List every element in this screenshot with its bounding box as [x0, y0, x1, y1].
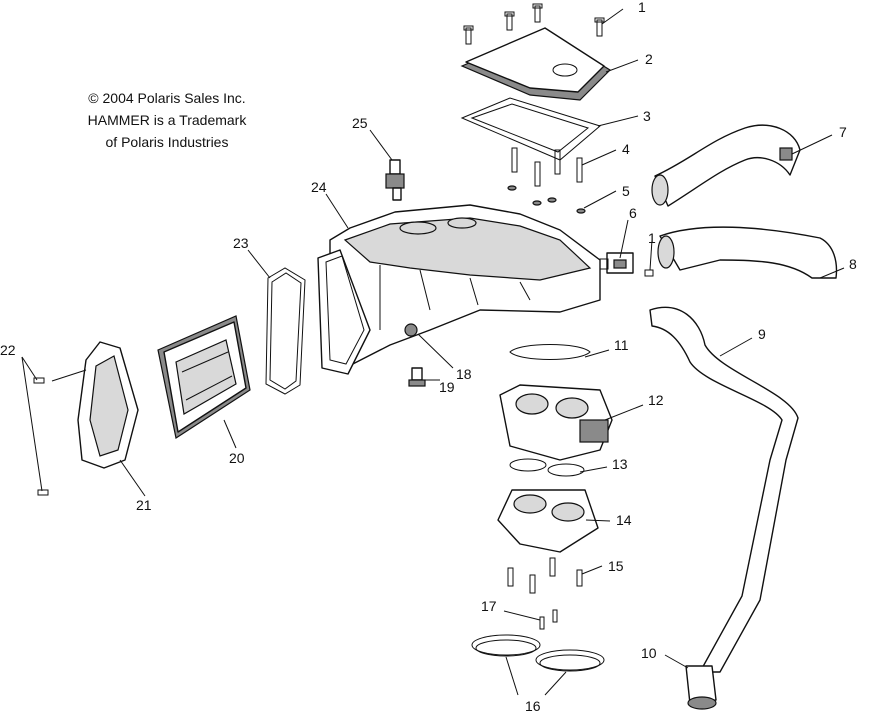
washers	[507, 185, 586, 214]
cover-bolts	[33, 377, 49, 496]
hose-fitting	[685, 665, 717, 710]
air-temp-sensor	[385, 159, 405, 201]
callout-5: 5	[622, 183, 630, 199]
callout-10: 10	[641, 645, 657, 661]
callout-labels: 1 2 3 4 5 6 7 8 1 9 10 11 12 13 14 15 16…	[0, 0, 857, 712]
callout-18: 18	[456, 366, 472, 382]
air-filter	[157, 315, 251, 439]
intake-adapter	[497, 489, 599, 553]
callout-6: 6	[629, 205, 637, 221]
dowel-pins	[539, 609, 558, 630]
vent-hose-upper	[651, 124, 801, 207]
callout-21: 21	[136, 497, 152, 513]
hose-clamps	[471, 634, 605, 672]
filter-cover	[77, 341, 139, 469]
callout-1-sensor-screw: 1	[648, 230, 656, 246]
callout-23: 23	[233, 235, 249, 251]
airbox-housing	[317, 204, 601, 375]
trademark-line-2: of Polaris Industries	[105, 134, 229, 150]
cover-plate	[460, 27, 611, 101]
callout-11: 11	[614, 337, 629, 353]
drain-hose	[649, 306, 799, 673]
cover-screws	[463, 3, 605, 45]
callout-1: 1	[638, 0, 646, 15]
callout-9: 9	[758, 326, 766, 342]
callout-15: 15	[608, 558, 624, 574]
callout-2: 2	[645, 51, 653, 67]
o-rings	[509, 458, 585, 477]
callout-17: 17	[481, 598, 497, 614]
callout-13: 13	[612, 456, 628, 472]
callout-16: 16	[525, 698, 541, 712]
drain-plug	[408, 367, 426, 387]
callout-24: 24	[311, 179, 327, 195]
callout-22: 22	[0, 342, 16, 358]
callout-25: 25	[352, 115, 368, 131]
copyright-text: © 2004 Polaris Sales Inc.	[88, 90, 246, 106]
cover-studs	[511, 147, 583, 187]
vent-hose-lower	[657, 226, 838, 279]
callout-20: 20	[229, 450, 245, 466]
throttle-body	[499, 384, 613, 461]
grommet	[404, 323, 418, 337]
callout-12: 12	[648, 392, 664, 408]
callout-3: 3	[643, 108, 651, 124]
filter-gasket	[265, 267, 306, 395]
callout-8: 8	[849, 256, 857, 272]
map-sensor	[599, 252, 634, 274]
callout-4: 4	[622, 141, 630, 157]
callout-14: 14	[616, 512, 632, 528]
callout-7: 7	[839, 124, 847, 140]
throttle-gasket	[509, 344, 591, 360]
leader-lines	[21, 8, 845, 696]
adapter-bolts	[507, 557, 583, 594]
callout-19: 19	[439, 379, 455, 395]
cover-gasket	[460, 97, 602, 161]
trademark-line-1: HAMMER is a Trademark	[87, 112, 247, 128]
sensor-screw	[644, 269, 654, 277]
